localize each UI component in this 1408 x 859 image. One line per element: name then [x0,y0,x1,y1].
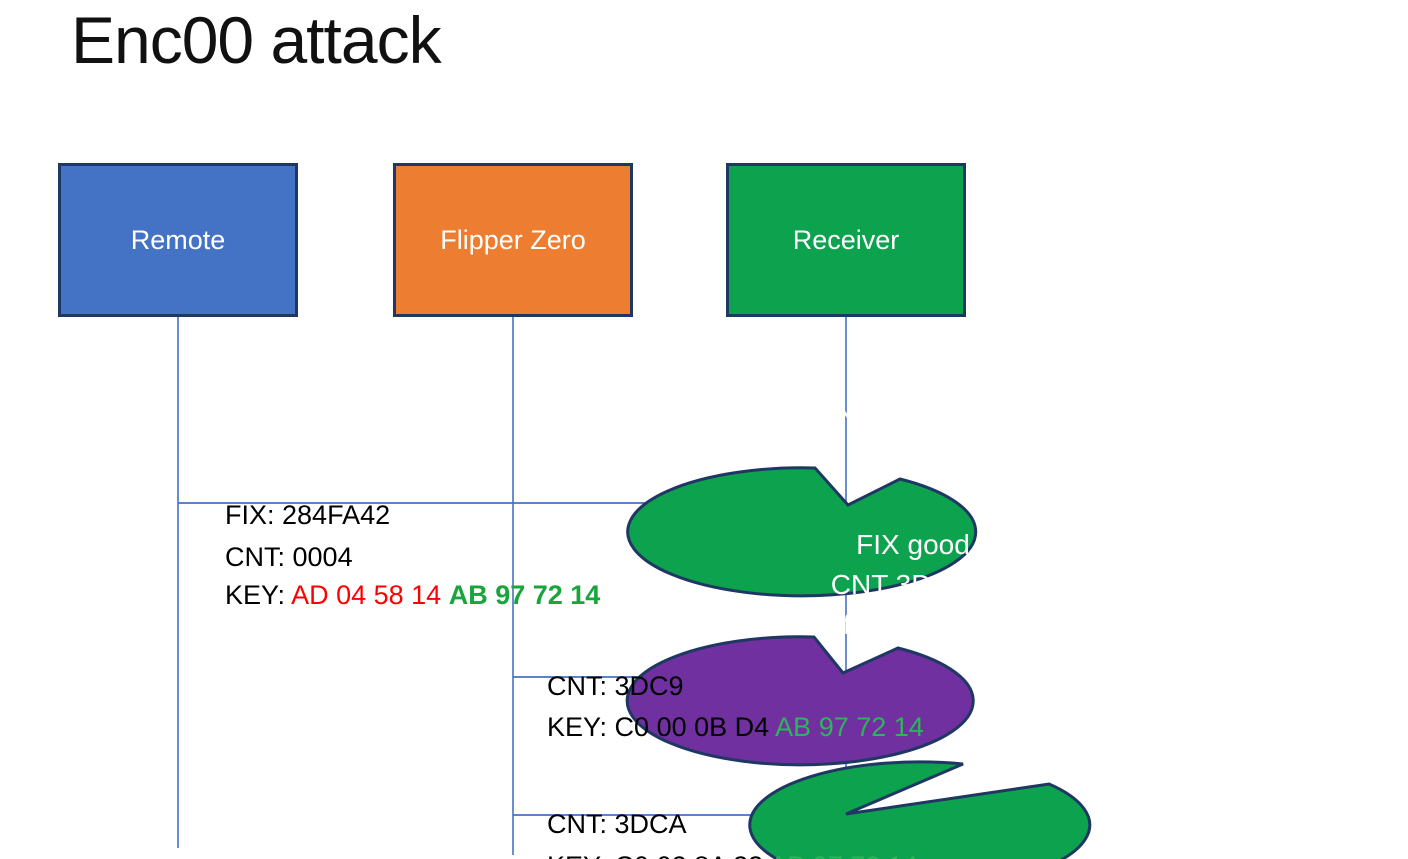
speech-bubble-2-text: FIX good CNT 3DC9 is future code [733,525,1093,645]
message3-cnt-text: CNT: 3DCA [547,809,687,839]
bubble3-line1: FIX good [1036,667,1150,698]
message3-key-prefix: KEY: C0 02 8A 33 [547,851,769,859]
speech-bubble-1-text: FIX good CNT 0001 good “Opened” [735,356,1095,476]
bubble1-line3: “Opened” [855,440,975,471]
message2-key-label: KEY: C0 00 0B D4 AB 97 72 14 [517,681,924,774]
actor-box-receiver: Receiver [726,163,966,317]
message1-cnt-text: CNT: 0004 [225,542,353,572]
message2-cnt-text: CNT: 3DC9 [547,671,684,701]
bubble3-line2: CNT is 3DCA [1009,707,1177,738]
bubble3-line3: “Opened” [1033,747,1153,778]
bubble2-line3: future code [842,609,984,640]
bubble2-line1: FIX good [856,529,970,560]
bubble2-line2: CNT 3DC9 is [830,569,996,600]
message1-fix-text: FIX: 284FA42 [225,500,391,530]
speech-bubble-3 [748,760,1092,859]
bubble1-line1: FIX good [858,360,972,391]
message3-cnt-label: CNT: 3DCA [517,778,687,859]
message2-key-prefix: KEY: C0 00 0B D4 [547,712,776,742]
message1-key-label: KEY: AD 04 58 14 AB 97 72 14 [195,549,600,642]
actor-label-remote: Remote [130,224,226,255]
message1-fix-label: FIX: 284FA42 [195,469,390,562]
message3-key-label: KEY: C0 02 8A 33 AB 97 72 14 [517,820,918,859]
message1-key-red-bytes: AD 04 58 14 [291,580,449,610]
actor-label-flipper-zero: Flipper Zero [440,224,586,255]
actor-label-receiver: Receiver [792,224,900,255]
message1-key-prefix: KEY: [225,580,292,610]
message2-key-green-bytes: AB 97 72 14 [775,712,924,742]
speech-bubble-2 [625,635,975,767]
message1-cnt-label: CNT: 0004 [195,511,353,604]
message1-key-green-bytes: AB 97 72 14 [448,580,601,610]
page-title: Enc00 attack [71,3,442,77]
message3-key-green-bytes: AB 97 72 14 [769,851,918,859]
actor-box-remote: Remote [58,163,298,317]
speech-bubble-1 [626,466,978,598]
message2-cnt-label: CNT: 3DC9 [517,640,684,733]
actor-box-flipper-zero: Flipper Zero [393,163,633,317]
speech-bubble-3-text: FIX good CNT is 3DCA “Opened” [913,663,1273,783]
bubble1-line2: CNT 0001 good [816,400,1014,431]
